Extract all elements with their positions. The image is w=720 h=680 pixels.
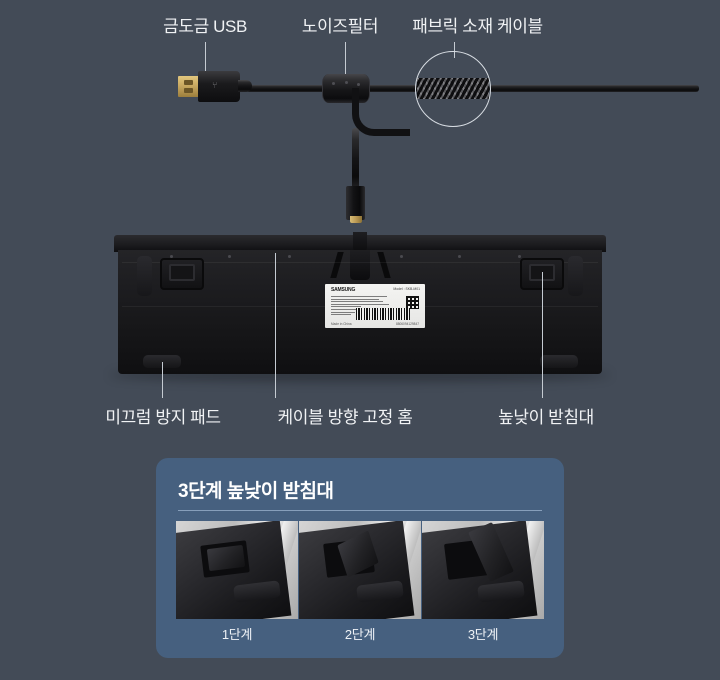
thumbnail-caption-stage-2: 2단계 — [344, 627, 376, 642]
cable-groove-center — [350, 250, 370, 280]
thumbnail-caption-stage-3: 3단계 — [467, 627, 499, 642]
photo-foot-folded — [206, 544, 246, 572]
callout-label-height-stand: 높낮이 받침대 — [498, 408, 594, 427]
cable-groove-notch — [353, 232, 367, 252]
ferrite-vent-dot — [345, 81, 348, 84]
usb-connector-housing: ⑂ — [198, 71, 240, 102]
keyboard-plug-body — [346, 186, 365, 220]
callout-label-anti-slip-pad: 미끄럼 방지 패드 — [105, 408, 221, 427]
cable-segment-vertical — [352, 128, 359, 190]
callout-label-gold-usb: 금도금 USB — [163, 17, 247, 36]
usb-trident-icon: ⑂ — [212, 80, 218, 90]
info-card-title: 3단계 높낮이 받침대 — [178, 481, 334, 502]
callout-label-fabric-cable: 패브릭 소재 케이블 — [412, 17, 543, 36]
foot-hinge-left — [169, 264, 195, 281]
leader-line-fabric-cable — [454, 42, 455, 58]
leader-line-noise-filter — [345, 42, 346, 75]
screw-hole — [228, 255, 231, 258]
usb-strain-relief — [238, 80, 252, 92]
keyboard-plug-gold-tip — [350, 216, 362, 223]
magnifier-circle — [415, 51, 491, 127]
screw-hole — [288, 255, 291, 258]
screw-hole — [170, 255, 173, 258]
spec-detail-lines — [331, 296, 389, 317]
ferrite-vent-dot — [332, 82, 335, 85]
qr-code — [406, 296, 419, 309]
spec-footer-left: Made in China — [331, 322, 352, 326]
barcode — [356, 308, 410, 320]
thumbnail-stage-3[interactable] — [422, 521, 544, 619]
leader-line-anti-slip-pad — [162, 362, 163, 398]
thumbnail-stage-1[interactable] — [176, 521, 298, 619]
ferrite-vent-dot — [357, 83, 360, 86]
height-stand-info-card: 3단계 높낮이 받침대 1단계 2단계 — [156, 458, 564, 658]
side-rubber-pad-right — [568, 256, 583, 296]
leader-line-height-stand — [542, 272, 543, 398]
anti-slip-pad-right — [540, 355, 578, 368]
leader-line-gold-usb — [205, 42, 206, 72]
callout-label-noise-filter: 노이즈필터 — [301, 17, 379, 36]
usb-gold-contact — [178, 76, 200, 97]
info-card-divider — [178, 510, 542, 511]
spec-footer-right: 8806094129847 — [395, 322, 419, 326]
height-stand-foot-left — [160, 258, 204, 290]
leader-line-cable-groove — [275, 253, 276, 398]
screw-hole — [458, 255, 461, 258]
spec-brand-text: SAMSUNG — [331, 287, 356, 293]
anti-slip-pad-left — [143, 355, 181, 368]
screw-hole — [518, 255, 521, 258]
cable-segment-right — [489, 85, 699, 92]
screw-hole — [400, 255, 403, 258]
keyboard-seam-upper — [122, 262, 598, 263]
thumbnail-stage-2[interactable] — [299, 521, 421, 619]
spec-model-text: Model : SKB-M01 — [393, 287, 420, 291]
side-rubber-pad-left — [137, 256, 152, 296]
cable-segment-left — [246, 85, 376, 92]
thumbnail-caption-stage-1: 1단계 — [221, 627, 253, 642]
cable-bend — [352, 88, 410, 136]
callout-label-cable-groove: 케이블 방향 고정 홈 — [277, 408, 413, 427]
product-spec-label: SAMSUNG Model : SKB-M01 Made in China 88… — [325, 284, 425, 328]
